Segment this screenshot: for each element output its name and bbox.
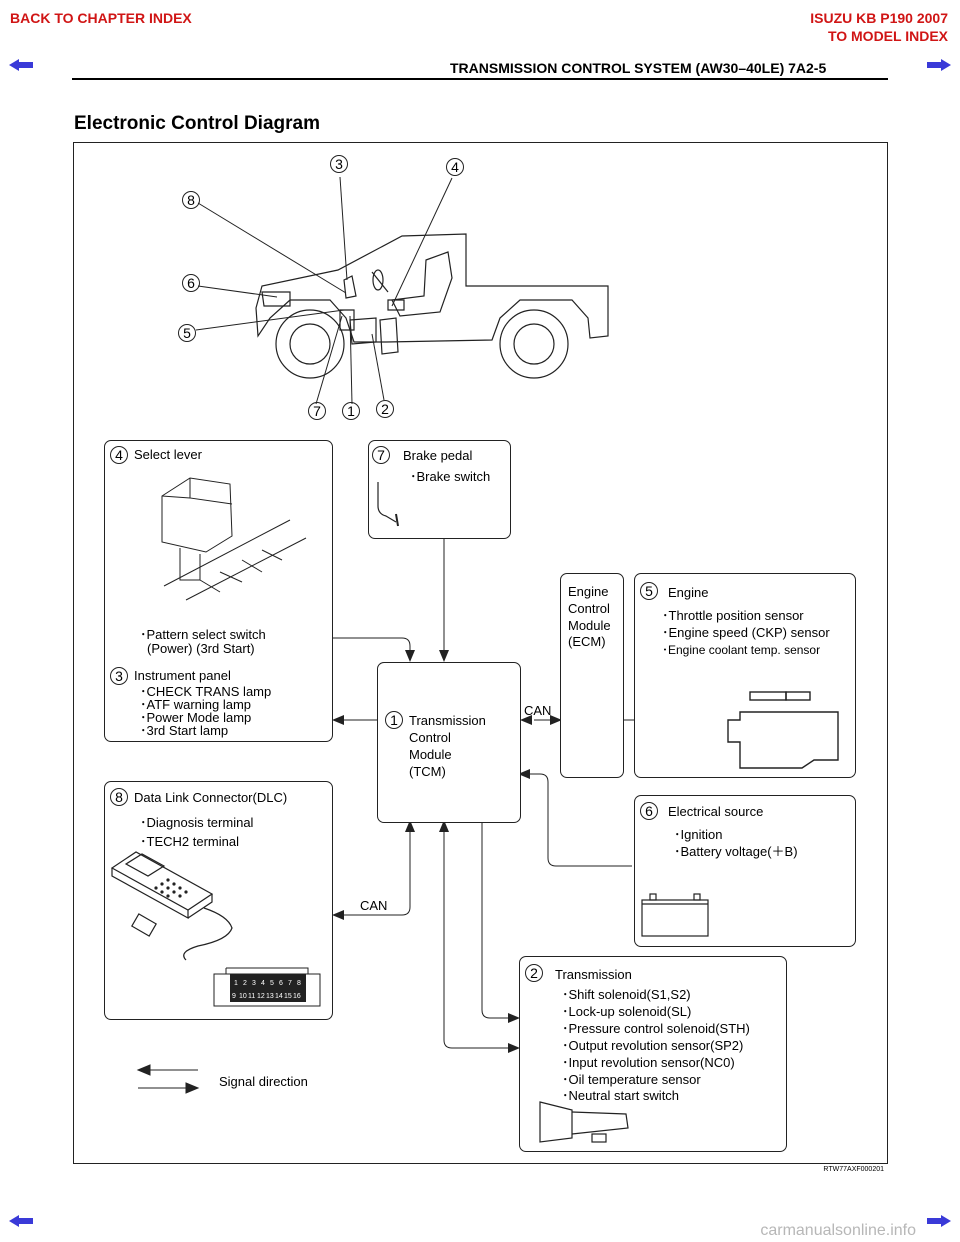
- tcm-line-3: Module: [409, 747, 452, 762]
- engine-speed-sensor: ･Engine speed (CKP) sensor: [662, 625, 830, 640]
- dlc-pin-15: 15: [284, 993, 292, 1000]
- signal-direction-label: Signal direction: [219, 1074, 308, 1089]
- transmission-number: 2: [525, 964, 543, 982]
- dlc-pin-16: 16: [293, 993, 301, 1000]
- select-lever-illustration: [161, 477, 307, 601]
- power-mode-lamp: ･Power Mode lamp: [140, 710, 252, 725]
- dlc-pin-1: 1: [234, 980, 238, 987]
- engine-box: [634, 573, 856, 778]
- tcm-box: [377, 662, 521, 823]
- instrument-panel-number: 3: [110, 667, 128, 685]
- callout-7: 7: [308, 402, 326, 420]
- figure-code: RTW77AXF000201: [823, 1166, 884, 1173]
- brake-pedal-title: Brake pedal: [403, 448, 473, 463]
- dlc-pin-5: 5: [270, 980, 274, 987]
- dlc-pin-9: 9: [232, 993, 236, 1000]
- dlc-pin-14: 14: [275, 993, 283, 1000]
- atf-warning-lamp: ･ATF warning lamp: [140, 697, 252, 712]
- electrical-source-box: [634, 795, 856, 947]
- dlc-pin-13: 13: [266, 993, 274, 1000]
- can-label-ecm: CAN: [524, 703, 552, 718]
- ecm-line-3: Module: [568, 618, 611, 633]
- neutral-start-switch: ･Neutral start switch: [562, 1088, 680, 1103]
- dlc-pin-11: 11: [248, 993, 255, 1000]
- ecm-line-4: (ECM): [568, 634, 606, 649]
- dlc-pin-6: 6: [279, 980, 283, 987]
- to-model-index-link[interactable]: TO MODEL INDEX: [827, 28, 948, 44]
- instrument-panel-title: Instrument panel: [134, 668, 231, 683]
- throttle-position-sensor: ･Throttle position sensor: [662, 608, 804, 623]
- transmission-box: [519, 956, 787, 1152]
- dlc-pin-3: 3: [252, 980, 256, 987]
- engine-icon: [727, 691, 839, 769]
- electrical-source-number: 6: [640, 802, 658, 820]
- header-rule: [72, 78, 888, 80]
- engine-number: 5: [640, 582, 658, 600]
- lockup-solenoid: ･Lock-up solenoid(SL): [562, 1004, 692, 1019]
- dlc-connector-illustration: 1 2 3 4 5 6 7 8 9 10 11 12 13 14 15 16: [213, 967, 321, 1007]
- input-revolution-sensor: ･Input revolution sensor(NC0): [562, 1055, 735, 1070]
- bottom-next-page-arrow-icon[interactable]: [926, 1214, 952, 1228]
- model-title: ISUZU KB P190 2007: [810, 10, 948, 26]
- third-start-lamp: ･3rd Start lamp: [140, 723, 229, 738]
- watermark: carmanualsonline.info: [760, 1222, 916, 1239]
- ecm-line-2: Control: [568, 601, 610, 616]
- diagnosis-terminal: ･Diagnosis terminal: [140, 815, 254, 830]
- dlc-pin-7: 7: [288, 980, 292, 987]
- dlc-pin-4: 4: [261, 980, 265, 987]
- back-to-chapter-index-link[interactable]: BACK TO CHAPTER INDEX: [10, 10, 192, 26]
- section-header: TRANSMISSION CONTROL SYSTEM (AW30–40LE) …: [450, 60, 827, 76]
- callout-3: 3: [330, 155, 348, 173]
- battery-icon: [641, 893, 709, 937]
- engine-title: Engine: [668, 585, 709, 600]
- callout-8: 8: [182, 191, 200, 209]
- tech2-terminal: ･TECH2 terminal: [140, 834, 239, 849]
- battery-voltage: ･Battery voltage(＋B): [674, 844, 798, 859]
- dlc-pin-2: 2: [243, 980, 247, 987]
- next-page-arrow-icon[interactable]: [926, 58, 952, 72]
- ecm-line-1: Engine: [568, 584, 609, 599]
- tcm-line-2: Control: [409, 730, 451, 745]
- page-title: Electronic Control Diagram: [74, 113, 320, 134]
- brake-switch: ･Brake switch: [410, 469, 491, 484]
- dlc-number: 8: [110, 788, 128, 806]
- brake-pedal-box: [368, 440, 511, 539]
- tech2-scanner-illustration: [110, 851, 233, 961]
- dlc-title: Data Link Connector(DLC): [134, 790, 288, 805]
- electrical-source-title: Electrical source: [668, 804, 764, 819]
- tcm-line-1: Transmission: [409, 713, 486, 728]
- select-lever-title: Select lever: [134, 447, 202, 462]
- output-revolution-sensor: ･Output revolution sensor(SP2): [562, 1038, 744, 1053]
- transmission-illustration: [539, 1101, 629, 1143]
- tcm-number: 1: [385, 711, 403, 729]
- previous-page-arrow-icon[interactable]: [8, 58, 34, 72]
- callout-4: 4: [446, 158, 464, 176]
- dlc-pin-12: 12: [257, 993, 265, 1000]
- callout-5: 5: [178, 324, 196, 342]
- oil-temperature-sensor: ･Oil temperature sensor: [562, 1072, 701, 1087]
- ignition: ･Ignition: [674, 827, 723, 842]
- check-trans-lamp: ･CHECK TRANS lamp: [140, 684, 272, 699]
- brake-pedal-icon: [377, 482, 399, 527]
- callout-2: 2: [376, 400, 394, 418]
- pressure-control-solenoid: ･Pressure control solenoid(STH): [562, 1021, 750, 1036]
- engine-coolant-temp-sensor: ･Engine coolant temp. sensor: [662, 643, 821, 657]
- pattern-select-modes: (Power) (3rd Start): [147, 641, 255, 656]
- callout-6: 6: [182, 274, 200, 292]
- shift-solenoid: ･Shift solenoid(S1,S2): [562, 987, 691, 1002]
- dlc-pin-10: 10: [239, 993, 247, 1000]
- can-label-dlc: CAN: [360, 898, 388, 913]
- truck-illustration: [255, 233, 609, 379]
- pattern-select-switch: ･Pattern select switch: [140, 627, 266, 642]
- select-lever-number: 4: [110, 446, 128, 464]
- ecm-box: [560, 573, 624, 778]
- brake-pedal-number: 7: [372, 446, 390, 464]
- bottom-previous-page-arrow-icon[interactable]: [8, 1214, 34, 1228]
- tcm-line-4: (TCM): [409, 764, 446, 779]
- transmission-title: Transmission: [555, 967, 632, 982]
- diagram-frame: [73, 142, 888, 1164]
- dlc-pin-8: 8: [297, 980, 301, 987]
- callout-1: 1: [342, 402, 360, 420]
